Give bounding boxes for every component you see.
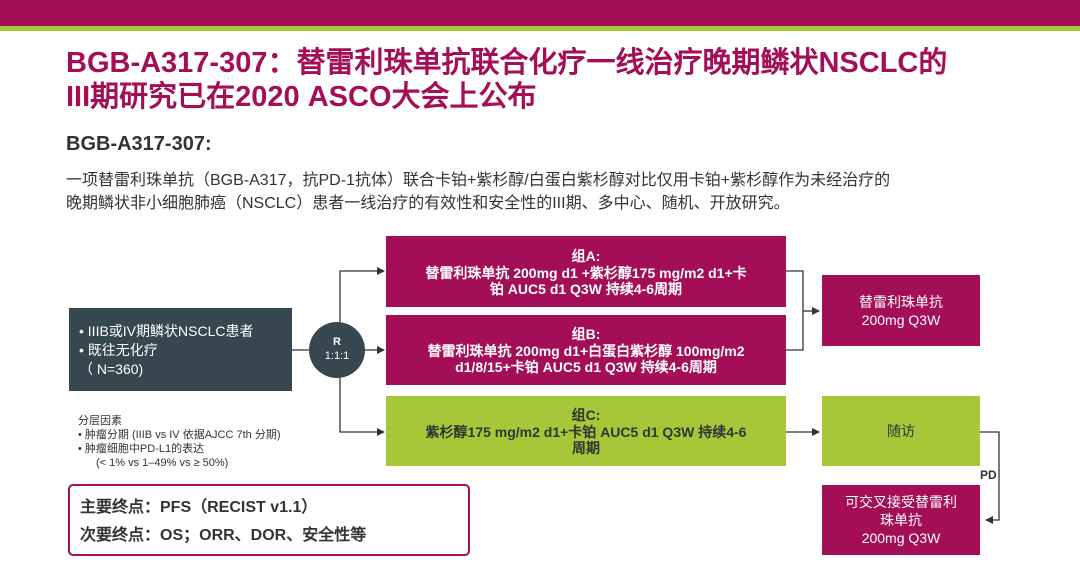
stratification-title: 分层因素 xyxy=(78,415,122,427)
endpoints-box: 主要终点：PFS（RECIST v1.1） 次要终点：OS；ORR、DOR、安全… xyxy=(68,484,470,556)
r-to-groupC-arrow xyxy=(339,378,385,436)
stratification-item-1: • 肿瘤分期 (IIIB vs IV 依据AJCC 7th 分期) xyxy=(78,429,281,441)
maintenance-box: 替雷利珠单抗 200mg Q3W xyxy=(822,275,980,346)
followup-label: 随访 xyxy=(887,423,915,439)
crossover-line-3: 200mg Q3W xyxy=(861,530,941,546)
title-line-2: III期研究已在2020 ASCO大会上公布 xyxy=(66,81,537,113)
patient-population-box: • IIIB或IV期鳞状NSCLC患者 • 既往无化疗 （ N=360) xyxy=(69,308,292,391)
top-accent-stripe xyxy=(0,26,1080,31)
followup-to-crossover-arrow xyxy=(980,431,1000,524)
maintenance-line-1: 替雷利珠单抗 xyxy=(859,293,943,310)
stratification-item-2: • 肿瘤细胞中PD-L1的表达 xyxy=(78,443,205,455)
study-description: 一项替雷利珠单抗（BGB-A317，抗PD-1抗体）联合卡铂+紫杉醇/白蛋白紫杉… xyxy=(66,169,1026,215)
group-c-title: 组C: xyxy=(571,407,601,423)
group-a-line-2: 铂 AUC5 d1 Q3W 持续4-6周期 xyxy=(489,280,683,297)
page-title: BGB-A317-307：替雷利珠单抗联合化疗一线治疗晚期鳞状NSCLC的 II… xyxy=(66,46,1046,114)
primary-endpoint: 主要终点：PFS（RECIST v1.1） xyxy=(80,499,318,516)
study-subtitle: BGB-A317-307: xyxy=(66,133,212,155)
secondary-endpoint: 次要终点：OS；ORR、DOR、安全性等 xyxy=(80,527,367,544)
r-to-groupA-arrow xyxy=(339,267,385,322)
group-a-line-1: 替雷利珠单抗 200mg d1 +紫杉醇175 mg/m2 d1+卡 xyxy=(425,264,747,281)
group-b-line-2: d1/8/15+卡铂 AUC5 d1 Q3W 持续4-6周期 xyxy=(455,359,717,375)
top-banner xyxy=(0,0,1080,26)
group-b-line-1: 替雷利珠单抗 200mg d1+白蛋白紫杉醇 100mg/m2 xyxy=(427,343,745,359)
description-line-2: 晚期鳞状非小细胞肺癌（NSCLC）患者一线治疗的有效性和安全性的III期、多中心… xyxy=(66,195,790,212)
patient-bullet-1: • IIIB或IV期鳞状NSCLC患者 xyxy=(79,323,254,339)
title-line-1: BGB-A317-307：替雷利珠单抗联合化疗一线治疗晚期鳞状NSCLC的 xyxy=(66,47,948,79)
group-c-box: 组C: 紫杉醇175 mg/m2 d1+卡铂 AUC5 d1 Q3W 持续4-6… xyxy=(386,396,786,466)
group-a-box: 组A: 替雷利珠单抗 200mg d1 +紫杉醇175 mg/m2 d1+卡 铂… xyxy=(386,236,786,307)
group-b-box: 组B: 替雷利珠单抗 200mg d1+白蛋白紫杉醇 100mg/m2 d1/8… xyxy=(386,315,786,385)
groupAB-bracket xyxy=(786,270,804,351)
crossover-line-2: 珠单抗 xyxy=(880,512,922,528)
group-c-line-1: 紫杉醇175 mg/m2 d1+卡铂 AUC5 d1 Q3W 持续4-6 xyxy=(425,424,747,440)
followup-box: 随访 xyxy=(822,396,980,466)
description-line-1: 一项替雷利珠单抗（BGB-A317，抗PD-1抗体）联合卡铂+紫杉醇/白蛋白紫杉… xyxy=(66,172,891,189)
group-b-title: 组B: xyxy=(571,326,601,342)
randomization-ratio: 1:1:1 xyxy=(324,350,350,362)
patient-count: （ N=360) xyxy=(79,361,144,377)
maintenance-line-2: 200mg Q3W xyxy=(861,311,941,328)
pd-label: PD xyxy=(980,468,997,482)
randomization-circle: R 1:1:1 xyxy=(309,322,365,378)
crossover-line-1: 可交叉接受替雷利 xyxy=(845,494,957,510)
crossover-box: 可交叉接受替雷利 珠单抗 200mg Q3W xyxy=(822,485,980,555)
stratification-factors: 分层因素 • 肿瘤分期 (IIIB vs IV 依据AJCC 7th 分期) •… xyxy=(78,414,280,470)
group-c-line-2: 周期 xyxy=(572,440,600,456)
randomization-label: R xyxy=(333,336,341,348)
stratification-item-2-detail: (< 1% vs 1–49% vs ≥ 50%) xyxy=(96,457,229,469)
patient-bullet-2: • 既往无化疗 xyxy=(79,342,158,358)
group-a-title: 组A: xyxy=(571,247,601,264)
